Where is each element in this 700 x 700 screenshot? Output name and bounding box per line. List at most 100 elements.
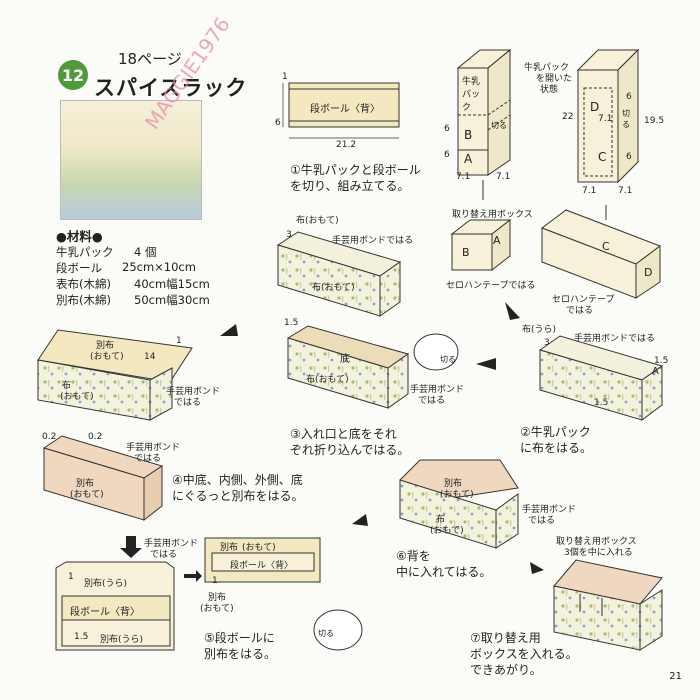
craft-bond-label: 手芸用ボンド <box>410 385 465 395</box>
dim-7-1: 7.1 <box>598 114 613 124</box>
part-d-label: D <box>644 266 653 279</box>
page-reference: 18ページ <box>118 50 182 68</box>
dim-7-1: 7.1 <box>618 186 633 196</box>
dim-1-5: 1.5 <box>74 632 89 642</box>
cardboard-back-label: 段ボール〈背〉 <box>230 561 294 571</box>
craft-bond-label: 手芸用ボンド <box>522 505 577 515</box>
dim-6: 6 <box>626 152 632 162</box>
material-item: 別布(木綿) <box>56 293 111 307</box>
dim-14: 14 <box>144 352 156 362</box>
step2-caption-line2: に布をはる。 <box>520 441 593 455</box>
step7-caption-line1: ⑦取り替え用 <box>470 631 541 645</box>
material-item: 表布(木綿) <box>56 277 111 291</box>
dim-1-5: 1.5 <box>284 318 299 328</box>
cloth-back-label: 布(うら) <box>522 325 557 335</box>
material-item: 段ボール <box>56 261 102 275</box>
omote-label: (おもて) <box>430 526 464 536</box>
part-b-label: B <box>464 128 473 142</box>
part-a-label: A <box>464 152 473 166</box>
step7-box-diagram <box>553 559 663 651</box>
bottom-label: 底 <box>340 354 350 365</box>
cello-tape-label: セロハンテープではる <box>446 281 536 291</box>
cut-label: 切る <box>622 109 630 129</box>
cello-tape-label: セロハンテープ <box>552 295 615 305</box>
step1-caption-line2: を切り、組み立てる。 <box>290 179 410 193</box>
craft-bond-label: 手芸用ボンドではる <box>574 334 656 344</box>
dim-22: 22 <box>562 112 574 122</box>
step-number-badge: 12 <box>58 60 88 90</box>
product-photo <box>60 100 202 220</box>
omote-label: (おもて) <box>440 490 474 500</box>
de-haru-label: ではる <box>174 398 202 408</box>
craft-bond-label: 手芸用ボンドではる <box>332 236 414 246</box>
cloth-front-label: 布(おもて) <box>306 375 349 385</box>
material-row: 別布(木綿) 50cm幅30cm <box>56 292 210 308</box>
craft-bond-label: 手芸用ボンド <box>144 539 199 549</box>
dim-6: 6 <box>444 150 450 160</box>
material-qty: 50cm幅30cm <box>134 293 210 307</box>
alt-cloth-label: 別布 <box>220 543 239 553</box>
material-row: 表布(木綿)40cm幅15cm <box>56 276 210 292</box>
alt-cloth-label: 別布 <box>208 593 227 603</box>
step6-caption-line1: ⑥背を <box>396 549 431 563</box>
material-qty: 25cm×10cm <box>122 260 196 274</box>
step3-box-diagram <box>286 325 459 409</box>
dim-1-5: 1.5 <box>594 398 609 408</box>
cut-label: 切る <box>491 121 507 130</box>
de-haru-label: ではる <box>528 516 556 526</box>
alt-cloth-label: 別布 <box>96 341 115 351</box>
step7-caption-line3: できあがり。 <box>470 663 542 677</box>
replacement-box-diagram <box>450 218 512 272</box>
dim-6: 6 <box>275 118 281 128</box>
alt-cloth-back-label: 別布(うら) <box>100 635 144 645</box>
dim-3: 3 <box>286 230 292 240</box>
part-c-label: C <box>598 150 607 164</box>
dim-7-1: 7.1 <box>496 172 511 182</box>
materials-heading: ●材料● <box>56 229 103 244</box>
dim-1: 1 <box>212 576 218 586</box>
cloth-front-label: 布(おもて) <box>312 283 355 293</box>
omote-label: (おもて) <box>90 352 124 362</box>
cardboard-back-label: 段ボール〈背〉 <box>310 104 380 115</box>
page-title: スパイスラック <box>94 76 248 100</box>
de-haru-label: ではる <box>134 454 162 464</box>
dim-1: 1 <box>176 336 182 346</box>
step4-box-diagram <box>42 435 164 522</box>
step5-left-piece-diagram <box>55 561 175 651</box>
dim-7-1: 7.1 <box>456 172 471 182</box>
step4-caption-line2: にぐるっと別布をはる。 <box>172 489 304 503</box>
dim-7-1: 7.1 <box>582 186 597 196</box>
material-item: 牛乳パック <box>56 245 114 259</box>
material-row: 牛乳パック 4 個 <box>56 244 156 260</box>
omote-label: (おもて) <box>60 392 94 402</box>
step5-right-piece-diagram <box>204 537 363 651</box>
cloth-front-label: 布(おもて) <box>296 216 339 226</box>
craft-bond-label: 手芸用ボンド <box>166 387 221 397</box>
step2-caption-line1: ②牛乳パック <box>520 425 591 439</box>
flow-arrows <box>120 302 544 582</box>
cardboard-back-label: 段ボール〈背〉 <box>70 607 140 618</box>
part-b-label: B <box>462 246 470 259</box>
dim-3: 3 <box>544 338 550 348</box>
step4-caption-line1: ④中底、内側、外側、底 <box>172 473 303 487</box>
craft-bond-label: 手芸用ボンド <box>126 443 181 453</box>
step2-box-diagram <box>538 335 664 421</box>
replacement-box-label: 取り替え用ボックス <box>452 210 533 220</box>
alt-cloth-label: 別布 <box>76 479 95 489</box>
omote-label: (おもて) <box>200 604 234 614</box>
replacement-box-count-label: 3個を中に入れる <box>564 548 633 558</box>
cloth-label: 布 <box>62 381 72 391</box>
step3-caption-line2: ぞれ折り込んではる。 <box>290 443 410 457</box>
dim-21-2: 21.2 <box>336 140 357 150</box>
cut-label: 切る <box>318 629 334 638</box>
part-a-label: A <box>493 234 501 247</box>
dim-1-5: 1.5 <box>654 356 669 366</box>
opened-pack-label-3: 状態 <box>540 85 559 95</box>
material-qty: 4 個 <box>134 245 157 259</box>
opened-pack-label-2: を開いた <box>536 74 573 84</box>
opened-pack-label-1: 牛乳パック <box>524 63 570 73</box>
open-lid-box-diagram <box>37 329 193 421</box>
step6-box-diagram <box>399 459 519 549</box>
alt-cloth-back-label: 別布(うら) <box>84 579 128 589</box>
